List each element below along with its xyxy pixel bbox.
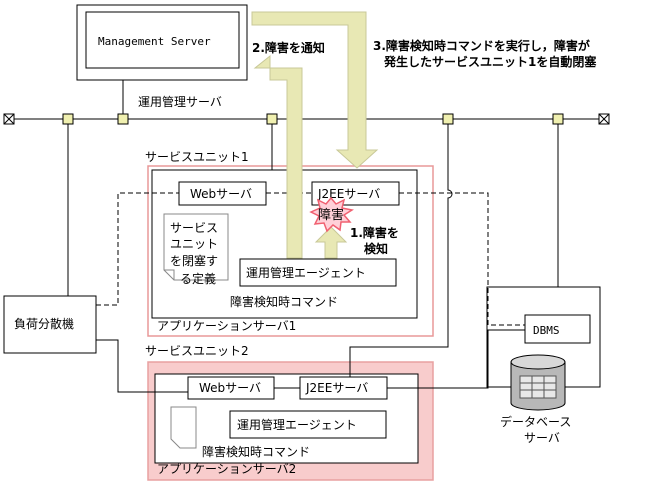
step3-arrow bbox=[251, 11, 379, 169]
unit1-to-db-dashed bbox=[399, 192, 525, 326]
bus-nodes bbox=[62, 113, 564, 125]
step1-arrow bbox=[314, 226, 348, 259]
definition-line-2: ユニット bbox=[170, 237, 218, 251]
web-server-1-label: Webサーバ bbox=[190, 187, 252, 201]
web-server-2-label: Webサーバ bbox=[199, 381, 261, 395]
bus-to-unit2-line bbox=[349, 124, 453, 377]
agent-2-box bbox=[229, 410, 387, 439]
definition-line-1: サービス bbox=[170, 221, 218, 235]
agent-2-label: 運用管理エージェント bbox=[237, 417, 357, 432]
app-server-2-label: アプリケーションサーバ2 bbox=[157, 462, 296, 476]
step1-text-line1: 1.障害を bbox=[350, 225, 399, 240]
unit2-to-db-line bbox=[387, 329, 525, 389]
fault-command-2-label: 障害検知時コマンド bbox=[202, 444, 310, 459]
dbms-label: DBMS bbox=[533, 324, 560, 337]
definition-line-3: を閉塞す bbox=[170, 253, 218, 268]
service-unit-1-title: サービスユニット1 bbox=[145, 150, 249, 164]
management-server-label: Management Server bbox=[98, 35, 211, 48]
fault-command-1-label: 障害検知時コマンド bbox=[230, 294, 338, 309]
fault-label: 障害 bbox=[318, 207, 344, 223]
service-unit-2-title: サービスユニット2 bbox=[145, 344, 249, 358]
db-server-label-1: データベース bbox=[500, 414, 571, 429]
j2ee-server-1-label: J2EEサーバ bbox=[317, 187, 380, 201]
db-server-label-2: サーバ bbox=[524, 431, 560, 445]
step2-arrow bbox=[253, 54, 303, 259]
step3-text-line2: 発生したサービスユニット1を自動閉塞 bbox=[383, 54, 597, 69]
definition-document-2-icon bbox=[170, 406, 197, 449]
dbms-box bbox=[524, 314, 591, 344]
agent-1-label: 運用管理エージェント bbox=[246, 265, 366, 280]
mgmt-server-caption: 運用管理サーバ bbox=[138, 94, 222, 109]
definition-line-4: る定義 bbox=[180, 271, 216, 286]
fault-star-icon bbox=[309, 196, 354, 233]
lb-to-unit1-dashed bbox=[96, 192, 179, 306]
agent-1-box bbox=[239, 258, 397, 287]
step3-text-line1: 3.障害検知時コマンドを実行し，障害が bbox=[373, 38, 590, 53]
app-server-1-label: アプリケーションサーバ1 bbox=[157, 319, 296, 333]
database-icon bbox=[510, 354, 566, 411]
management-server-inner bbox=[85, 11, 240, 69]
j2ee-server-2-label: J2EEサーバ bbox=[305, 381, 368, 395]
step2-text: 2.障害を通知 bbox=[252, 40, 325, 55]
definition-document-icon bbox=[163, 213, 229, 281]
load-balancer-label: 負荷分散機 bbox=[14, 316, 74, 331]
lb-to-unit2-line bbox=[96, 339, 188, 393]
step1-text-line2: 検知 bbox=[364, 241, 388, 256]
load-balancer-box bbox=[3, 295, 97, 354]
